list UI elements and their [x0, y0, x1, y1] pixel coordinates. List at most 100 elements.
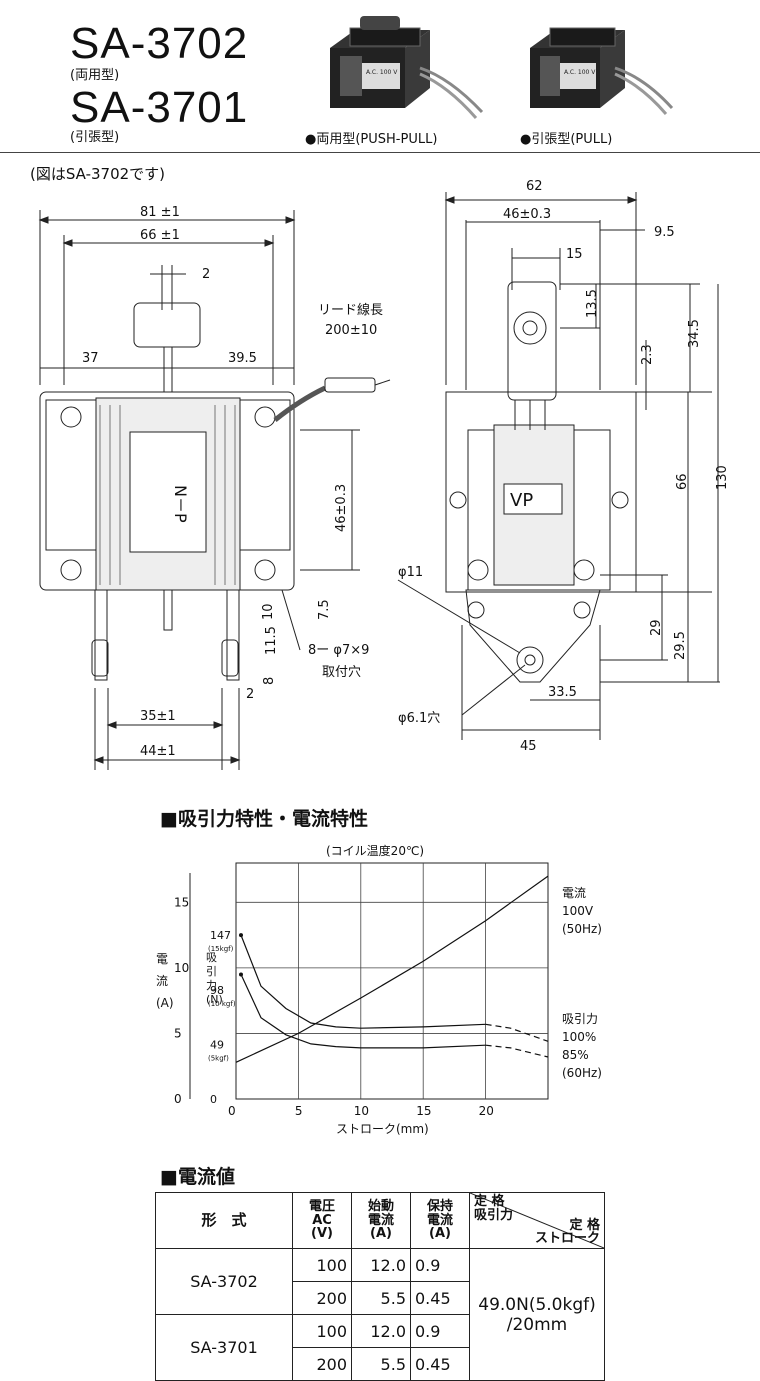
cell-hold-current: 0.9: [410, 1314, 470, 1348]
dim-11-5: 11.5: [264, 626, 279, 655]
cell-start-current: 5.5: [351, 1347, 411, 1381]
model-subtitle-push-pull: (両用型): [70, 68, 120, 83]
dim-10: 10: [261, 603, 276, 620]
front-view: 81 ±1 66 ±1 2 37 39.5 N－P: [38, 205, 391, 770]
side-dim-2-3: 2.3: [640, 344, 655, 365]
row-model-sa3702: SA-3702: [155, 1248, 293, 1315]
series-label: (60Hz): [562, 1066, 602, 1080]
force-tick-sublabel: (15kgf): [208, 945, 234, 953]
dim-7-5: 7.5: [317, 599, 332, 620]
current-tick-label: 10: [174, 961, 189, 975]
current-axis-label: (A): [156, 996, 174, 1010]
cell-voltage: 200: [292, 1281, 352, 1315]
mounting-holes-label-2: 取付穴: [322, 665, 361, 680]
side-dim-33-5: 33.5: [548, 685, 577, 700]
side-dim-29-5: 29.5: [673, 631, 688, 660]
x-tick-label: 0: [228, 1104, 236, 1118]
cell-start-current: 12.0: [351, 1314, 411, 1348]
side-dim-66: 66: [675, 473, 690, 490]
chart-subtitle: (コイル温度20℃): [326, 843, 424, 858]
side-dim-34-5: 34.5: [687, 319, 702, 348]
model-subtitle-pull: (引張型): [70, 130, 120, 145]
side-dim-phi6-1: φ6.1穴: [398, 711, 440, 726]
side-view: 62 46±0.3 9.5 15 13.5 34.5 2.3 VP 130 66: [397, 179, 730, 754]
series-dashed-2: [485, 1044, 549, 1058]
force-tick-sublabel: (10 kgf): [208, 1000, 236, 1008]
series-line-2: [240, 974, 486, 1049]
side-coil-label: VP: [510, 490, 533, 511]
dim-2-top: 2: [202, 267, 210, 282]
cell-voltage: 200: [292, 1347, 352, 1381]
header-rating: 定 格 吸引力 定 格 ストローク: [469, 1192, 605, 1249]
series-label: 85%: [562, 1048, 589, 1062]
series-start-point: [238, 933, 243, 938]
side-dim-130: 130: [715, 465, 730, 490]
x-tick-label: 5: [295, 1104, 303, 1118]
cell-rating: 49.0N(5.0kgf)/20mm: [469, 1248, 605, 1381]
dim-37: 37: [82, 351, 99, 366]
side-dim-62: 62: [526, 179, 543, 194]
dim-46-front: 46±0.3: [334, 484, 349, 532]
side-dim-phi11: φ11: [398, 565, 423, 580]
lead-length-label: リード線長: [318, 302, 383, 318]
x-axis-label: ストローク(mm): [336, 1122, 429, 1136]
cell-hold-current: 0.9: [410, 1248, 470, 1282]
product-photo-push-pull: A.C. 100 V: [330, 16, 484, 119]
series-line-1: [240, 934, 486, 1029]
dim-2-bottom: 2: [246, 687, 254, 702]
side-dim-9-5: 9.5: [654, 225, 675, 240]
force-tick-label: 98: [210, 984, 224, 997]
side-dim-15: 15: [566, 247, 583, 262]
side-dim-46: 46±0.3: [503, 207, 551, 222]
model-title-sa3702: SA-3702: [70, 19, 249, 68]
series-start-point: [238, 972, 243, 977]
svg-text:A.C. 100 V: A.C. 100 V: [564, 69, 596, 76]
header-rated-force: 定 格: [474, 1194, 505, 1209]
side-dim-13-5: 13.5: [585, 289, 600, 318]
force-axis-label: 引: [206, 964, 217, 978]
current-axis-label: 電: [156, 952, 168, 966]
current-tick-label: 0: [174, 1092, 182, 1106]
header-model: 形 式: [155, 1192, 293, 1249]
force-axis-label: 力: [206, 979, 217, 992]
current-tick-label: 15: [174, 895, 189, 909]
dimension-drawings: 81 ±1 66 ±1 2 37 39.5 N－P: [38, 179, 730, 770]
plot-frame: [235, 862, 549, 1100]
cell-voltage: 100: [292, 1248, 352, 1282]
table-title: ■電流値: [160, 1166, 235, 1188]
header-rated-stroke: 定 格: [569, 1217, 600, 1233]
series-label: 100V: [562, 904, 594, 918]
chart-title: ■吸引力特性・電流特性: [160, 808, 368, 830]
series-dashed-1: [485, 1023, 549, 1042]
series-line-0: [235, 875, 549, 1063]
header-hold-current: 保持電流(A): [410, 1192, 470, 1249]
x-tick-label: 20: [479, 1104, 494, 1118]
current-tick-label: 5: [174, 1026, 182, 1040]
mounting-holes-label: 8ー φ7×9: [308, 643, 369, 658]
force-axis-label: 吸: [206, 951, 217, 964]
row-model-sa3701: SA-3701: [155, 1314, 293, 1381]
cell-start-current: 5.5: [351, 1281, 411, 1315]
series-label: 電流: [562, 886, 586, 900]
header-divider: [0, 152, 760, 153]
cell-hold-current: 0.45: [410, 1347, 470, 1381]
current-axis-label: 流: [156, 974, 168, 988]
force-tick-sublabel: (5kgf): [208, 1054, 229, 1062]
front-coil-label: N－P: [171, 485, 190, 523]
series-label: 吸引力: [562, 1012, 598, 1026]
dim-44: 44±1: [140, 744, 176, 759]
svg-text:A.C. 100 V: A.C. 100 V: [366, 69, 398, 76]
model-title-sa3701: SA-3701: [70, 83, 249, 132]
side-dim-45: 45: [520, 739, 537, 754]
dim-35: 35±1: [140, 709, 176, 724]
dim-8: 8: [262, 677, 277, 685]
dim-39-5: 39.5: [228, 351, 257, 366]
photo-caption-pull: ●引張型(PULL): [520, 132, 613, 147]
force-tick-label: 49: [210, 1038, 224, 1051]
force-tick-label: 147: [210, 929, 231, 942]
series-label: 100%: [562, 1030, 596, 1044]
cell-voltage: 100: [292, 1314, 352, 1348]
cell-start-current: 12.0: [351, 1248, 411, 1282]
